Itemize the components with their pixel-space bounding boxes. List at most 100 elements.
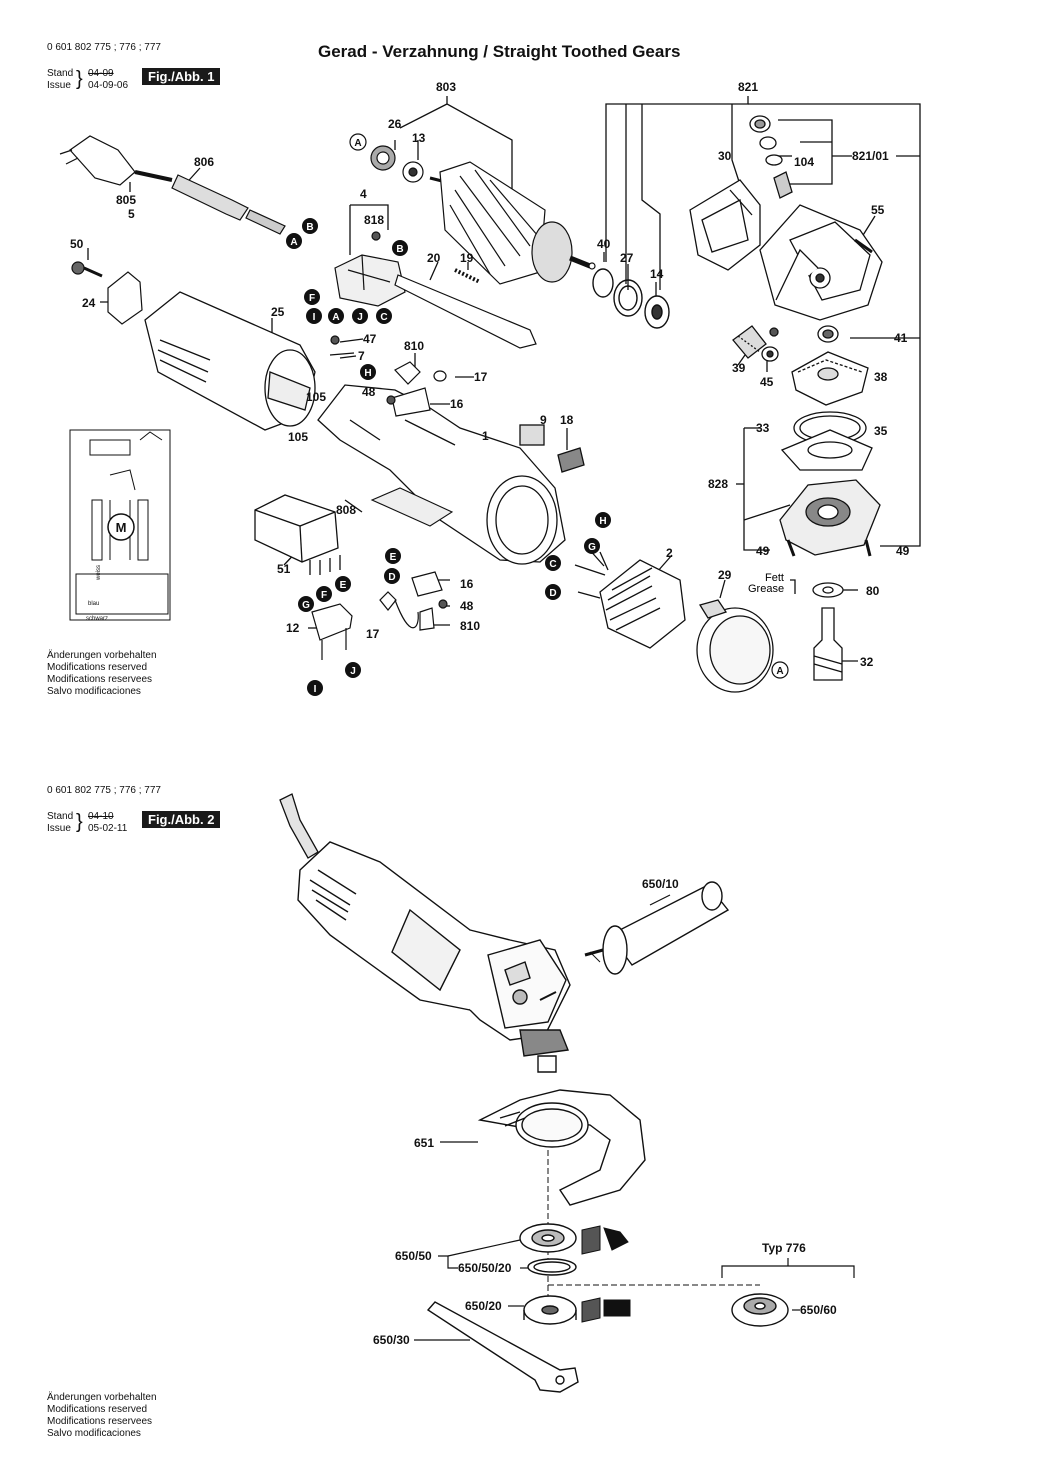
conn-f-cap: F xyxy=(321,590,327,601)
label-41: 41 xyxy=(894,331,908,345)
power-plug xyxy=(59,135,173,186)
conn-b-switch: B xyxy=(396,244,403,255)
label-651: 651 xyxy=(414,1136,434,1150)
label-9: 9 xyxy=(540,413,547,427)
brace-fig2: } xyxy=(76,811,83,833)
stand-value: 04-09 xyxy=(88,68,114,79)
label-821: 821 xyxy=(738,80,758,94)
note-line: Modifications reservees xyxy=(47,674,153,685)
label-650-60: 650/60 xyxy=(800,1303,837,1317)
conn-b: B xyxy=(306,222,313,233)
wire-blau: blau xyxy=(88,601,99,607)
label-12: 12 xyxy=(286,621,300,635)
label-650-20: 650/20 xyxy=(465,1299,502,1313)
motor-housing-cover xyxy=(144,291,316,431)
stand-label-fig2: Stand xyxy=(47,811,74,822)
note-line: Modifications reservees xyxy=(47,1416,153,1427)
conn-h-coil: H xyxy=(599,516,606,527)
label-32: 32 xyxy=(860,655,874,669)
label-4: 4 xyxy=(360,187,367,201)
label-50: 50 xyxy=(70,237,84,251)
label-20: 20 xyxy=(427,251,441,265)
label-39: 39 xyxy=(732,361,746,375)
label-805: 805 xyxy=(116,193,136,207)
label-49-right: 49 xyxy=(896,544,910,558)
note-line: Salvo modificaciones xyxy=(47,1428,141,1439)
label-13: 13 xyxy=(412,131,426,145)
label-810-bottom: 810 xyxy=(460,619,480,633)
label-803: 803 xyxy=(436,80,456,94)
figure-label-1: Fig./Abb. 1 xyxy=(142,68,221,85)
label-35: 35 xyxy=(874,424,888,438)
label-33: 33 xyxy=(756,421,770,435)
conn-c: C xyxy=(380,312,387,323)
conn-e: E xyxy=(340,580,347,591)
label-grease: Grease xyxy=(748,583,784,595)
angle-grinder xyxy=(297,841,571,1073)
label-30: 30 xyxy=(718,149,732,163)
label-104: 104 xyxy=(794,155,814,169)
label-38: 38 xyxy=(874,370,888,384)
label-55: 55 xyxy=(871,203,885,217)
label-16-bottom: 16 xyxy=(460,577,474,591)
note-line: Änderungen vorbehalten xyxy=(47,650,157,661)
figure-label-2: Fig./Abb. 2 xyxy=(142,811,221,828)
stand-value-fig2: 04-10 xyxy=(88,811,114,822)
label-808: 808 xyxy=(336,503,356,517)
issue-label-fig2: Issue xyxy=(47,823,71,834)
label-650-50-20: 650/50/20 xyxy=(458,1261,512,1275)
label-27: 27 xyxy=(620,251,634,265)
part-numbers: 0 601 802 775 ; 776 ; 777 xyxy=(47,42,161,53)
note-line: Modifications reserved xyxy=(47,1404,148,1415)
note-line: Salvo modificaciones xyxy=(47,686,141,697)
conn-j-sup: J xyxy=(350,666,356,677)
wiring-schematic xyxy=(69,429,171,621)
conn-d-brush: D xyxy=(388,572,395,583)
notes-fig1: Änderungen vorbehalten Modifications res… xyxy=(47,650,157,698)
label-45: 45 xyxy=(760,375,774,389)
label-29: 29 xyxy=(718,568,732,582)
note-line: Modifications reserved xyxy=(47,662,148,673)
conn-f: F xyxy=(309,293,315,304)
label-47: 47 xyxy=(363,332,377,346)
label-650-10: 650/10 xyxy=(642,877,679,891)
label-5: 5 xyxy=(128,207,135,221)
label-typ-776: Typ 776 xyxy=(762,1241,806,1255)
issue-value-fig2: 05-02-11 xyxy=(88,823,128,834)
armature xyxy=(370,145,596,285)
label-105-a: 105 xyxy=(306,390,326,404)
label-19: 19 xyxy=(460,251,474,265)
label-828: 828 xyxy=(708,477,728,491)
conn-i: I xyxy=(313,312,316,323)
label-18: 18 xyxy=(560,413,574,427)
label-fett: Fett xyxy=(765,572,784,584)
conn-a-switch: A xyxy=(332,312,339,323)
label-105-b: 105 xyxy=(288,430,308,444)
label-2: 2 xyxy=(666,546,673,560)
brace: } xyxy=(76,68,83,90)
label-16-top: 16 xyxy=(450,397,464,411)
issue-value: 04-09-06 xyxy=(88,80,129,91)
label-49-left: 49 xyxy=(756,544,770,558)
page-title: Gerad - Verzahnung / Straight Toothed Ge… xyxy=(318,42,681,61)
label-48-bottom: 48 xyxy=(460,599,474,613)
label-17-top: 17 xyxy=(474,370,488,384)
label-26: 26 xyxy=(388,117,402,131)
main-housing xyxy=(317,384,585,565)
label-80: 80 xyxy=(866,584,880,598)
conn-i-sup: I xyxy=(314,684,317,695)
conn-g-cap: G xyxy=(302,600,310,611)
exploded-view-fig1: M weiss blau schwarz A A B A B F I A J C… xyxy=(59,80,921,696)
label-25: 25 xyxy=(271,305,285,319)
label-650-30: 650/30 xyxy=(373,1333,410,1347)
part-numbers-fig2: 0 601 802 775 ; 776 ; 777 xyxy=(47,785,161,796)
label-7: 7 xyxy=(358,349,365,363)
conn-e-brush: E xyxy=(390,552,397,563)
label-818: 818 xyxy=(364,213,384,227)
assembly-view-fig2: 650/10 651 650/50 650/50/20 650/20 650/3… xyxy=(279,793,855,1393)
label-51: 51 xyxy=(277,562,291,576)
wire-weiss: weiss xyxy=(96,565,102,581)
conn-h: H xyxy=(364,368,371,379)
field-coil xyxy=(574,547,686,649)
label-821-01: 821/01 xyxy=(852,149,889,163)
